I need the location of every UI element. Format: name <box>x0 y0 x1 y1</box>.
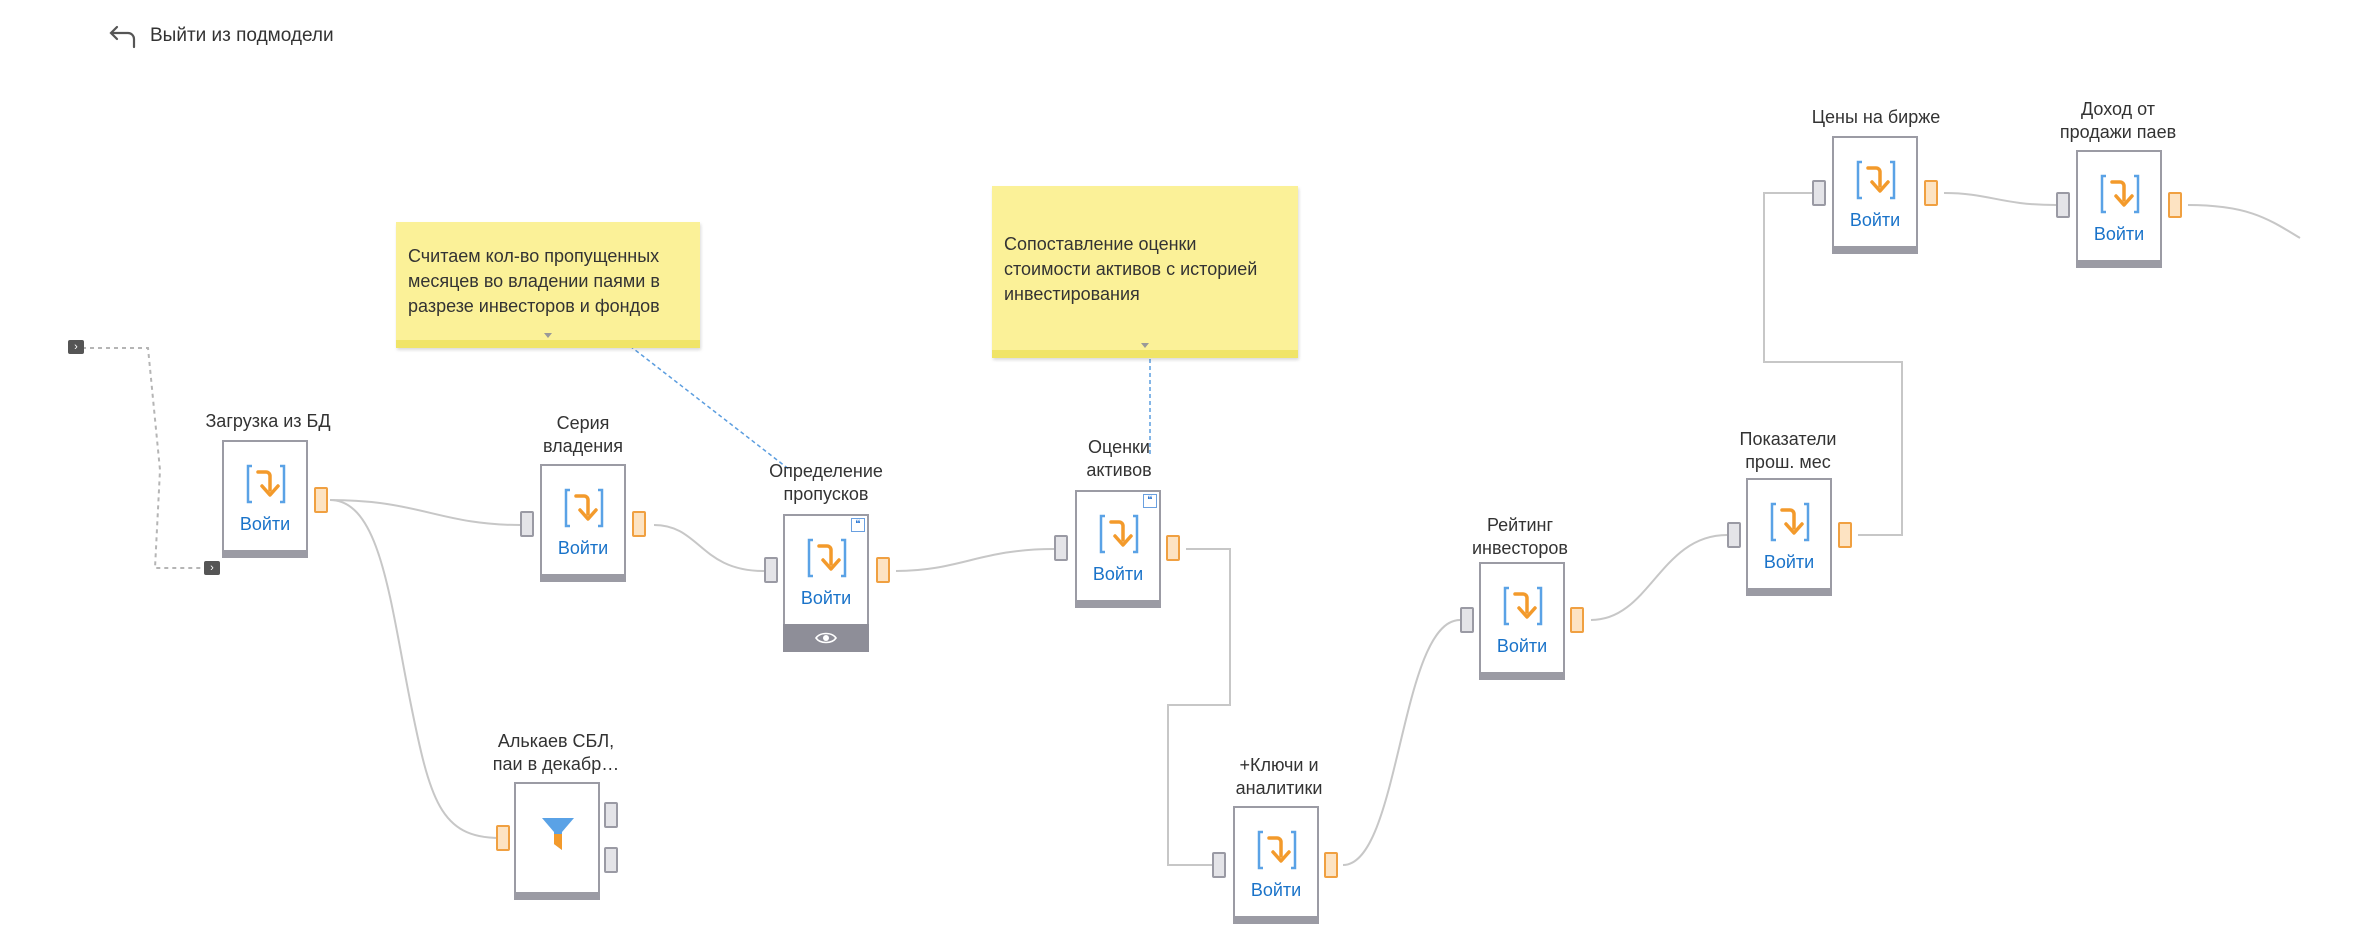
enter-button[interactable]: Войти <box>1250 880 1302 900</box>
node-load[interactable]: Войти <box>222 440 308 558</box>
import-icon <box>244 462 288 506</box>
edge-entry-load <box>82 347 204 569</box>
output-port[interactable] <box>1924 180 1938 206</box>
enter-button[interactable]: Войти <box>1763 552 1815 572</box>
note-expand-icon <box>1141 343 1149 348</box>
node-footer <box>783 624 869 652</box>
enter-button[interactable]: Войти <box>1496 636 1548 656</box>
input-port[interactable] <box>604 847 618 873</box>
enter-button[interactable]: Войти <box>1849 210 1901 230</box>
import-icon <box>1255 828 1299 872</box>
comment-note-asset-valuation[interactable]: Сопоставление оценки стоимости активов с… <box>992 186 1298 358</box>
enter-button[interactable]: Войти <box>1092 564 1144 584</box>
entry-target-icon: › <box>204 561 220 575</box>
node-label-series: Серия владения <box>543 413 623 456</box>
output-port[interactable] <box>1166 535 1180 561</box>
import-icon <box>1768 500 1812 544</box>
output-port[interactable] <box>2168 192 2182 218</box>
node-label-assets: Оценки активов <box>1086 437 1152 480</box>
input-port[interactable] <box>1727 522 1741 548</box>
node-label-income: Доход от продажи паев <box>2059 99 2177 142</box>
edge-series-gaps <box>653 524 765 572</box>
node-rating[interactable]: Войти <box>1479 562 1565 680</box>
node-keys[interactable]: Войти <box>1233 806 1319 924</box>
entry-port-icon: › <box>68 340 84 354</box>
input-port[interactable] <box>520 511 534 537</box>
output-port[interactable] <box>1324 852 1338 878</box>
exit-submodel-label: Выйти из подмодели <box>150 25 334 46</box>
output-port[interactable] <box>876 557 890 583</box>
import-icon <box>1854 158 1898 202</box>
enter-button[interactable]: Войти <box>239 514 291 534</box>
node-label-rating: Рейтинг инвесторов <box>1471 515 1568 558</box>
input-port[interactable] <box>1212 852 1226 878</box>
edge-assets-keys <box>1167 548 1231 866</box>
output-port[interactable] <box>496 825 510 851</box>
input-port[interactable] <box>1054 535 1068 561</box>
enter-button[interactable]: Войти <box>2093 224 2145 244</box>
comment-badge-icon: ❝ <box>1143 494 1157 508</box>
node-label-filter: Алькаев СБЛ, паи в декабр… <box>492 731 620 774</box>
edge-income-out <box>2187 204 2301 239</box>
edge-load-series <box>329 499 521 526</box>
return-arrow-icon <box>109 25 136 49</box>
output-port[interactable] <box>1570 607 1584 633</box>
node-label-load: Загрузка из БД <box>205 411 331 431</box>
node-gaps[interactable]: ❝ Войти <box>783 514 869 652</box>
note1-link <box>629 345 791 471</box>
edge-indicators-prices <box>1763 192 1903 536</box>
input-port[interactable] <box>2056 192 2070 218</box>
edge-prices-income <box>1943 192 2057 206</box>
eye-icon[interactable] <box>815 631 837 645</box>
note-expand-icon <box>544 333 552 338</box>
node-filter[interactable] <box>514 782 600 900</box>
edge-rating-indicators <box>1590 534 1728 621</box>
output-port[interactable] <box>632 511 646 537</box>
output-port[interactable] <box>1838 522 1852 548</box>
import-icon <box>1097 512 1141 556</box>
node-series[interactable]: Войти <box>540 464 626 582</box>
node-prices[interactable]: Войти <box>1832 136 1918 254</box>
input-port[interactable] <box>1460 607 1474 633</box>
comment-badge-icon: ❝ <box>851 518 865 532</box>
import-icon <box>1501 584 1545 628</box>
filter-icon <box>542 818 574 850</box>
node-income[interactable]: Войти <box>2076 150 2162 268</box>
input-port[interactable] <box>764 557 778 583</box>
import-icon <box>2098 172 2142 216</box>
edge-keys-rating <box>1342 619 1461 866</box>
input-port[interactable] <box>604 802 618 828</box>
node-indicators[interactable]: Войти <box>1746 478 1832 596</box>
node-label-indicators: Показатели прош. мес <box>1739 429 1837 472</box>
note-text: Считаем кол-во пропущенных месяцев во вл… <box>408 246 660 316</box>
import-icon <box>562 486 606 530</box>
note-text: Сопоставление оценки стоимости активов с… <box>1004 234 1258 304</box>
node-label-gaps: Определение пропусков <box>769 461 883 504</box>
exit-submodel-button[interactable]: Выйти из подмодели <box>108 14 334 58</box>
input-port[interactable] <box>1812 180 1826 206</box>
edge-load-filter <box>329 499 501 839</box>
import-icon <box>805 536 849 580</box>
enter-button[interactable]: Войти <box>557 538 609 558</box>
node-assets[interactable]: ❝ Войти <box>1075 490 1161 608</box>
node-label-keys: +Ключи и аналитики <box>1235 755 1323 798</box>
output-port[interactable] <box>314 487 328 513</box>
comment-note-missed-months[interactable]: Считаем кол-во пропущенных месяцев во вл… <box>396 222 700 348</box>
enter-button[interactable]: Войти <box>800 588 852 608</box>
edge-gaps-assets <box>895 548 1055 572</box>
node-label-prices: Цены на бирже <box>1811 107 1941 127</box>
